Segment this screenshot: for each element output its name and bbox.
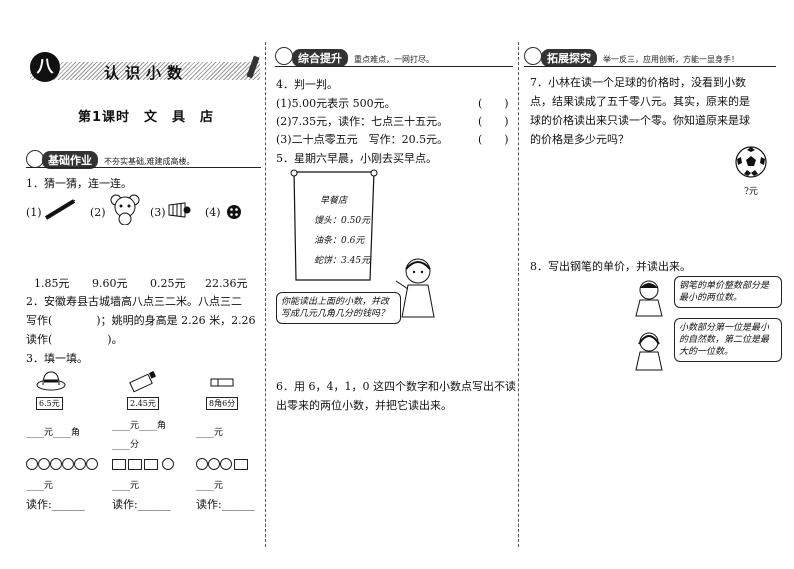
question-4: 4．判一判。 [276, 78, 338, 91]
q3-blank: ____元 [196, 428, 224, 438]
coin-icon [62, 458, 74, 470]
q1-item-label: (4) [205, 206, 221, 219]
coin-icon [74, 458, 86, 470]
q3-read-blank: 读作:______ [196, 498, 255, 511]
hint-bubble-1: 钢笔的单价整数部分是最小的两位数。 [674, 276, 782, 308]
column-divider-left [265, 42, 266, 547]
section-label: 综合提升 [292, 49, 348, 67]
section-rule [275, 66, 513, 67]
menu-item: 馒头：0.50元 [314, 216, 371, 226]
answer-parentheses: ( ) [478, 133, 509, 146]
q1-price: 0.25元 [150, 277, 186, 290]
coin-icon [162, 458, 174, 470]
coin-icon [86, 458, 98, 470]
q1-item-label: (3) [150, 206, 166, 219]
speech-bubble: 你能读出上面的小数，并改写成几元几角几分的钱吗？ [276, 292, 401, 324]
q4-statement: (1)5.00元表示 500元。 [276, 97, 396, 110]
shuttlecock-icon [168, 202, 191, 218]
q3-read-blank: 读作:______ [112, 498, 171, 511]
chapter-banner [30, 62, 260, 80]
price-tag: 2.45元 [127, 397, 159, 410]
question-6-line2: 出零来的两位小数，并把它读出来。 [276, 399, 452, 412]
pen-icon [44, 199, 76, 220]
price-tag: 8角6分 [206, 397, 239, 410]
section-header-review: 综合提升重点难点，一网打尽。 [292, 49, 434, 67]
teddy-bear-icon [110, 194, 140, 225]
q4-statement: (3)二十点零五元 写作：20.5元。 [276, 133, 449, 146]
soccer-ball-icon [735, 146, 767, 178]
q3-answer-blank: ____元 [112, 481, 140, 491]
q1-price: 9.60元 [92, 277, 128, 290]
question-8: 8．写出钢笔的单价，并读出来。 [530, 260, 691, 273]
coin-icon [38, 458, 50, 470]
question-7-line: 的价格是多少元吗？ [530, 133, 629, 146]
section-rule [26, 167, 261, 168]
boy-illustration [635, 280, 663, 317]
menu-scroll [290, 169, 378, 281]
q3-read-blank: 读作:______ [26, 498, 85, 511]
coin-icon [196, 458, 208, 470]
q3-blank: ____分 [112, 440, 140, 450]
answer-parentheses: ( ) [478, 97, 509, 110]
question-3: 3．填一填。 [26, 352, 88, 365]
girl-illustration-2 [635, 332, 663, 371]
coin-icon [26, 458, 38, 470]
price-tag: 6.5元 [36, 397, 63, 410]
answer-parentheses: ( ) [478, 115, 509, 128]
chapter-title: 认识小数 [104, 64, 189, 82]
question-7-line: 7．小林在读一个足球的价格时，没看到小数 [530, 76, 746, 89]
section-note: 重点难点，一网打尽。 [354, 55, 434, 64]
button-icon [227, 205, 241, 219]
hint-bubble-2: 小数部分第一位是最小的自然数，第二位是最大的一位数。 [674, 318, 782, 362]
eraser-icon [210, 378, 234, 387]
q4-statement: (2)7.35元，读作：七点三十五元。 [276, 115, 449, 128]
q1-price: 22.36元 [205, 277, 248, 290]
q3-answer-blank: ____元 [196, 481, 224, 491]
question-6-line1: 6．用 6，4，1，0 这四个数字和小数点写出不读 [276, 380, 516, 393]
hat-icon [36, 371, 66, 391]
q3-blank: ____元____角 [112, 421, 167, 431]
banknote-icon [128, 459, 142, 470]
question-1: 1．猜一猜，连一连。 [26, 177, 132, 190]
section-label: 拓展探究 [541, 49, 597, 67]
section-note: 不夯实基础,难建成高楼。 [104, 157, 195, 166]
section-header-extension: 拓展探究举一反三，应用创新，方能一显身手！ [541, 49, 739, 67]
section-note: 举一反三，应用创新，方能一显身手！ [603, 55, 739, 64]
question-7-line: 球的价格读出来只读一个零。你知道原来是球 [530, 114, 750, 127]
question-2-line1: 2．安徽寿县古城墙高八点三二米。八点三二 [26, 295, 242, 308]
lesson-title: 第1课时 文 具 店 [78, 110, 215, 125]
menu-item: 油条：0.6元 [314, 236, 365, 246]
section-header-basics: 基础作业不夯实基础,难建成高楼。 [42, 151, 195, 169]
girl-illustration [395, 258, 435, 318]
section-label: 基础作业 [42, 151, 98, 169]
ball-price-label: ?元 [744, 187, 758, 197]
banknote-icon [144, 459, 158, 470]
question-2-line2: 写作( )；姚明的身高是 2.26 米，2.26 [26, 314, 256, 327]
mascot-icon [275, 47, 293, 65]
coin-icon [50, 458, 62, 470]
q1-price: 1.85元 [34, 277, 70, 290]
coin-icon [208, 458, 220, 470]
section-rule [524, 66, 776, 67]
q1-item-label: (1) [26, 206, 42, 219]
menu-item: 蛇饼：3.45元 [314, 256, 371, 266]
banknote-icon [234, 459, 248, 470]
column-divider-right [518, 42, 519, 547]
question-5: 5．星期六早晨，小刚去买早点。 [276, 152, 437, 165]
q3-answer-blank: ____元 [26, 481, 54, 491]
coin-icon [220, 458, 232, 470]
chapter-number: 八 [30, 52, 60, 82]
mascot-icon [524, 47, 542, 65]
question-2-line3: 读作( )。 [26, 333, 123, 346]
banknote-icon [112, 459, 126, 470]
q1-item-label: (2) [90, 206, 106, 219]
question-7-line: 点，结果读成了五千零八元。其实，原来的是 [530, 95, 750, 108]
glue-bottle-icon [129, 371, 156, 393]
menu-title: 早餐店 [320, 196, 348, 206]
q3-blank: ____元____角 [26, 428, 81, 438]
